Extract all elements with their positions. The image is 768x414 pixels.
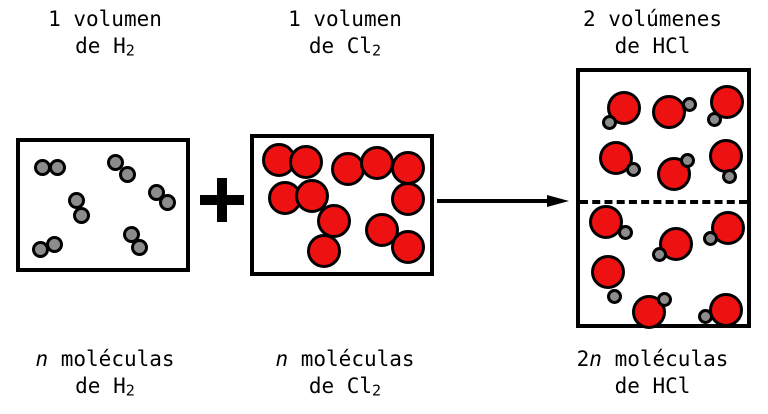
atom-chlorine	[307, 234, 341, 268]
arrow-head	[547, 195, 569, 207]
label-top-chlorine-line2: de Cl2	[308, 34, 382, 60]
atom-hydrogen	[706, 111, 722, 127]
atom-hydrogen	[118, 165, 136, 183]
container-chlorine	[250, 134, 434, 276]
label-top-hydrogen-chloride: 2 volúmenes de HCl	[545, 6, 760, 60]
atom-hydrogen	[679, 152, 695, 168]
atom-chlorine	[391, 182, 425, 216]
atom-hydrogen	[681, 96, 697, 112]
atom-chlorine	[632, 295, 666, 329]
atom-hydrogen	[33, 158, 51, 176]
label-top-hydrogen: 1 volumen de H2	[0, 6, 210, 65]
atom-hydrogen	[625, 161, 641, 177]
container-hydrogen	[16, 138, 190, 272]
label-bottom-hcl-line2: de HCl	[614, 374, 691, 398]
label-bottom-hydrogen-chloride: 2n moléculas de HCl	[545, 346, 760, 400]
atom-hydrogen	[48, 158, 66, 176]
atom-chlorine	[652, 95, 686, 129]
atom-chlorine	[360, 146, 394, 180]
container-hydrogen-chloride	[576, 68, 751, 329]
label-top-hydrogen-line1: 1 volumen	[48, 7, 162, 31]
atom-chlorine	[589, 205, 623, 239]
atom-chlorine	[289, 145, 323, 179]
plus-sign	[200, 178, 244, 222]
atom-hydrogen	[106, 153, 124, 171]
atom-hydrogen	[72, 206, 90, 224]
label-bottom-hydrogen-line2: de H2	[75, 374, 135, 400]
atom-chlorine	[709, 139, 743, 173]
arrow-shaft	[437, 199, 553, 203]
atom-chlorine	[591, 255, 625, 289]
atom-hydrogen	[45, 235, 63, 253]
atom-chlorine	[391, 230, 425, 264]
label-bottom-chlorine: n moléculas de Cl2	[240, 346, 450, 405]
atom-hydrogen	[158, 193, 176, 211]
label-top-chlorine: 1 volumen de Cl2	[240, 6, 450, 65]
atom-hydrogen	[122, 225, 140, 243]
label-top-hydrogen-line2: de H2	[75, 34, 135, 60]
label-bottom-chlorine-line2: de Cl2	[308, 374, 382, 400]
atom-chlorine	[711, 211, 745, 245]
atom-hydrogen	[67, 191, 85, 209]
atom-hydrogen	[697, 308, 713, 324]
label-bottom-hydrogen: n moléculas de H2	[0, 346, 210, 405]
atom-hydrogen	[617, 224, 633, 240]
atom-hydrogen	[651, 246, 667, 262]
label-top-hcl-line1: 2 volúmenes	[582, 7, 723, 31]
atom-chlorine	[317, 204, 351, 238]
label-bottom-chlorine-line1: n moléculas	[275, 347, 415, 371]
label-bottom-hydrogen-line1: n moléculas	[35, 347, 175, 371]
volume-divider-line	[580, 200, 747, 204]
label-top-chlorine-line1: 1 volumen	[288, 7, 402, 31]
atom-hydrogen	[130, 238, 148, 256]
atom-hydrogen	[601, 114, 617, 130]
label-top-hcl-line2: de HCl	[614, 34, 691, 58]
atom-hydrogen	[656, 291, 672, 307]
label-bottom-hcl-line1: 2n moléculas	[576, 347, 729, 371]
atom-hydrogen	[702, 230, 718, 246]
atom-chlorine	[391, 151, 425, 185]
atom-hydrogen	[721, 168, 737, 184]
atom-hydrogen	[606, 288, 622, 304]
atom-chlorine	[709, 293, 743, 327]
reaction-arrow	[437, 195, 571, 207]
